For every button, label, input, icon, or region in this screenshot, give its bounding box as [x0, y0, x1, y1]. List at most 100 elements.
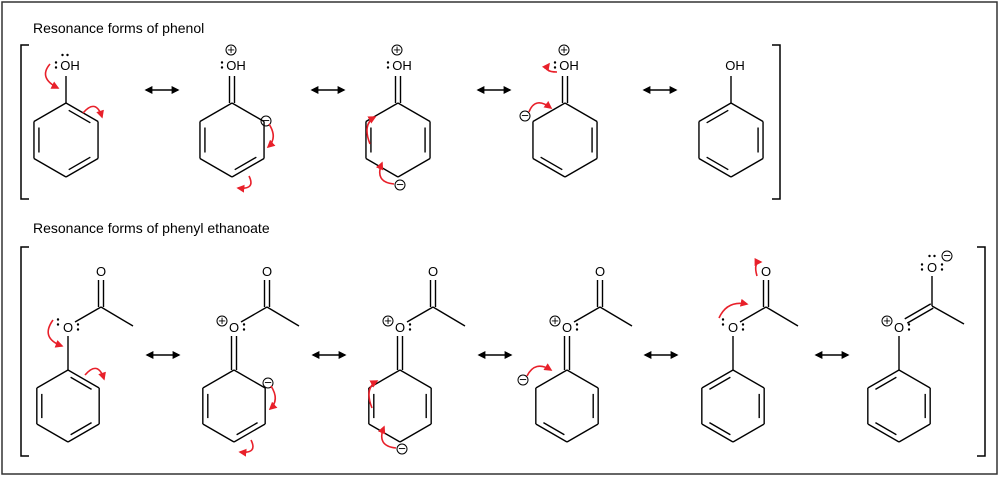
negative-charge-icon-symbol: −	[519, 372, 527, 387]
curved-arrow-icon	[368, 380, 379, 409]
ester-resonance-form-6: O+O−	[867, 248, 965, 443]
ring-bond	[202, 423, 235, 443]
ring-bond	[233, 369, 266, 389]
carbonyl-oxygen-label: O	[262, 264, 272, 279]
methyl-bond	[266, 306, 300, 327]
lone-pair-dot	[575, 323, 579, 326]
ring-bond	[368, 423, 401, 443]
ring-bond	[701, 369, 734, 389]
lone-pair-dot	[907, 323, 911, 326]
ring-bond	[867, 423, 900, 443]
ester-resonance-form-4: OO+−	[517, 264, 633, 443]
ring-bond	[732, 369, 765, 389]
lone-pair-dot	[721, 318, 725, 321]
lone-pair-dot	[76, 323, 80, 326]
ring-bond	[33, 102, 67, 123]
curved-arrow-icon	[268, 385, 278, 411]
negative-charge-icon-symbol: −	[521, 108, 529, 123]
ring-bond	[732, 423, 765, 443]
lone-pair-dot	[575, 328, 579, 331]
hydroxyl-label: OH	[60, 58, 80, 73]
negative-charge-icon-symbol: −	[396, 177, 404, 192]
curved-arrow-icon	[366, 116, 377, 145]
carbonyl-oxygen-label: O	[96, 264, 106, 279]
methyl-bond	[765, 306, 799, 327]
ether-oxygen-label: O	[229, 320, 239, 335]
negative-charge-icon-symbol: −	[943, 248, 951, 263]
curved-arrow-icon	[236, 175, 252, 193]
positive-charge-icon	[225, 44, 237, 56]
carbonyl-oxygen-label: O	[595, 264, 605, 279]
positive-charge-icon	[216, 315, 228, 327]
ring-bond	[698, 157, 732, 178]
lone-pair-dot	[66, 53, 69, 57]
ring-bond	[36, 423, 69, 443]
ring-bond	[36, 369, 69, 389]
ring-bond	[233, 423, 266, 443]
ring-bond	[701, 423, 734, 443]
positive-charge-icon	[391, 44, 403, 56]
left-bracket	[20, 44, 29, 200]
right-bracket	[772, 44, 781, 200]
ring-bond	[199, 102, 233, 123]
lone-pair-dot	[940, 268, 944, 271]
ring-double-bond-inner	[68, 156, 91, 171]
o-c-bond	[739, 306, 767, 323]
negative-charge-icon-symbol: −	[398, 441, 406, 456]
left-bracket	[20, 246, 29, 457]
ring-bond	[65, 157, 99, 178]
positive-charge-icon	[558, 44, 570, 56]
ring-bond	[365, 157, 399, 178]
ring-bond	[231, 157, 265, 178]
ring-bond	[368, 369, 401, 389]
ring-bond	[898, 423, 931, 443]
lone-pair-dot	[242, 323, 246, 326]
lone-pair-dot	[220, 66, 224, 69]
ring-bond	[365, 102, 399, 123]
ring-bond	[397, 102, 431, 123]
curved-arrow-icon	[541, 62, 558, 73]
lone-pair-dot	[54, 66, 58, 69]
ring-bond	[564, 157, 598, 178]
ring-bond	[532, 102, 566, 123]
negative-charge-icon	[262, 377, 274, 389]
phenol-resonance-form-1: OH	[33, 53, 104, 178]
lone-pair-dot	[242, 328, 246, 331]
ring-bond	[867, 369, 900, 389]
ester-section-title: Resonance forms of phenyl ethanoate	[33, 220, 270, 236]
ester-resonance-form-5: OO	[701, 258, 799, 443]
phenol-resonance-form-2: OH+−	[199, 42, 276, 193]
positive-charge-icon	[382, 315, 394, 327]
positive-charge-icon	[881, 315, 893, 327]
positive-charge-icon-symbol: +	[393, 42, 401, 57]
ring-double-bond-inner	[236, 422, 258, 436]
ring-double-bond-inner	[709, 376, 731, 390]
curved-arrow-icon	[526, 363, 553, 377]
lone-pair-dot	[741, 323, 745, 326]
lone-pair-dot	[56, 318, 60, 321]
curved-arrow-icon	[754, 258, 763, 277]
hydroxyl-label: OH	[559, 58, 579, 73]
ether-oxygen-label: O	[63, 320, 73, 335]
ring-bond	[730, 102, 764, 123]
lone-pair-dot	[721, 323, 725, 326]
ring-double-bond-inner	[709, 422, 731, 436]
lone-pair-dot	[408, 328, 412, 331]
ring-bond	[199, 157, 233, 178]
ring-bond	[535, 369, 568, 389]
curved-arrow-icon	[84, 367, 106, 381]
ester-resonance-form-3: OO+−	[368, 264, 466, 456]
curved-arrow-icon	[44, 63, 60, 89]
ester-resonance-form-1: OO	[36, 264, 134, 443]
ring-bond	[231, 102, 265, 123]
ring-bond	[33, 157, 67, 178]
positive-charge-icon-symbol: +	[560, 42, 568, 57]
phenol-resonance-form-5: OH	[698, 58, 764, 178]
positive-charge-icon	[549, 315, 561, 327]
positive-charge-icon-symbol: +	[227, 42, 235, 57]
ring-double-bond-inner	[234, 156, 257, 171]
lone-pair-dot	[54, 61, 58, 64]
lone-pair-dot	[56, 323, 60, 326]
